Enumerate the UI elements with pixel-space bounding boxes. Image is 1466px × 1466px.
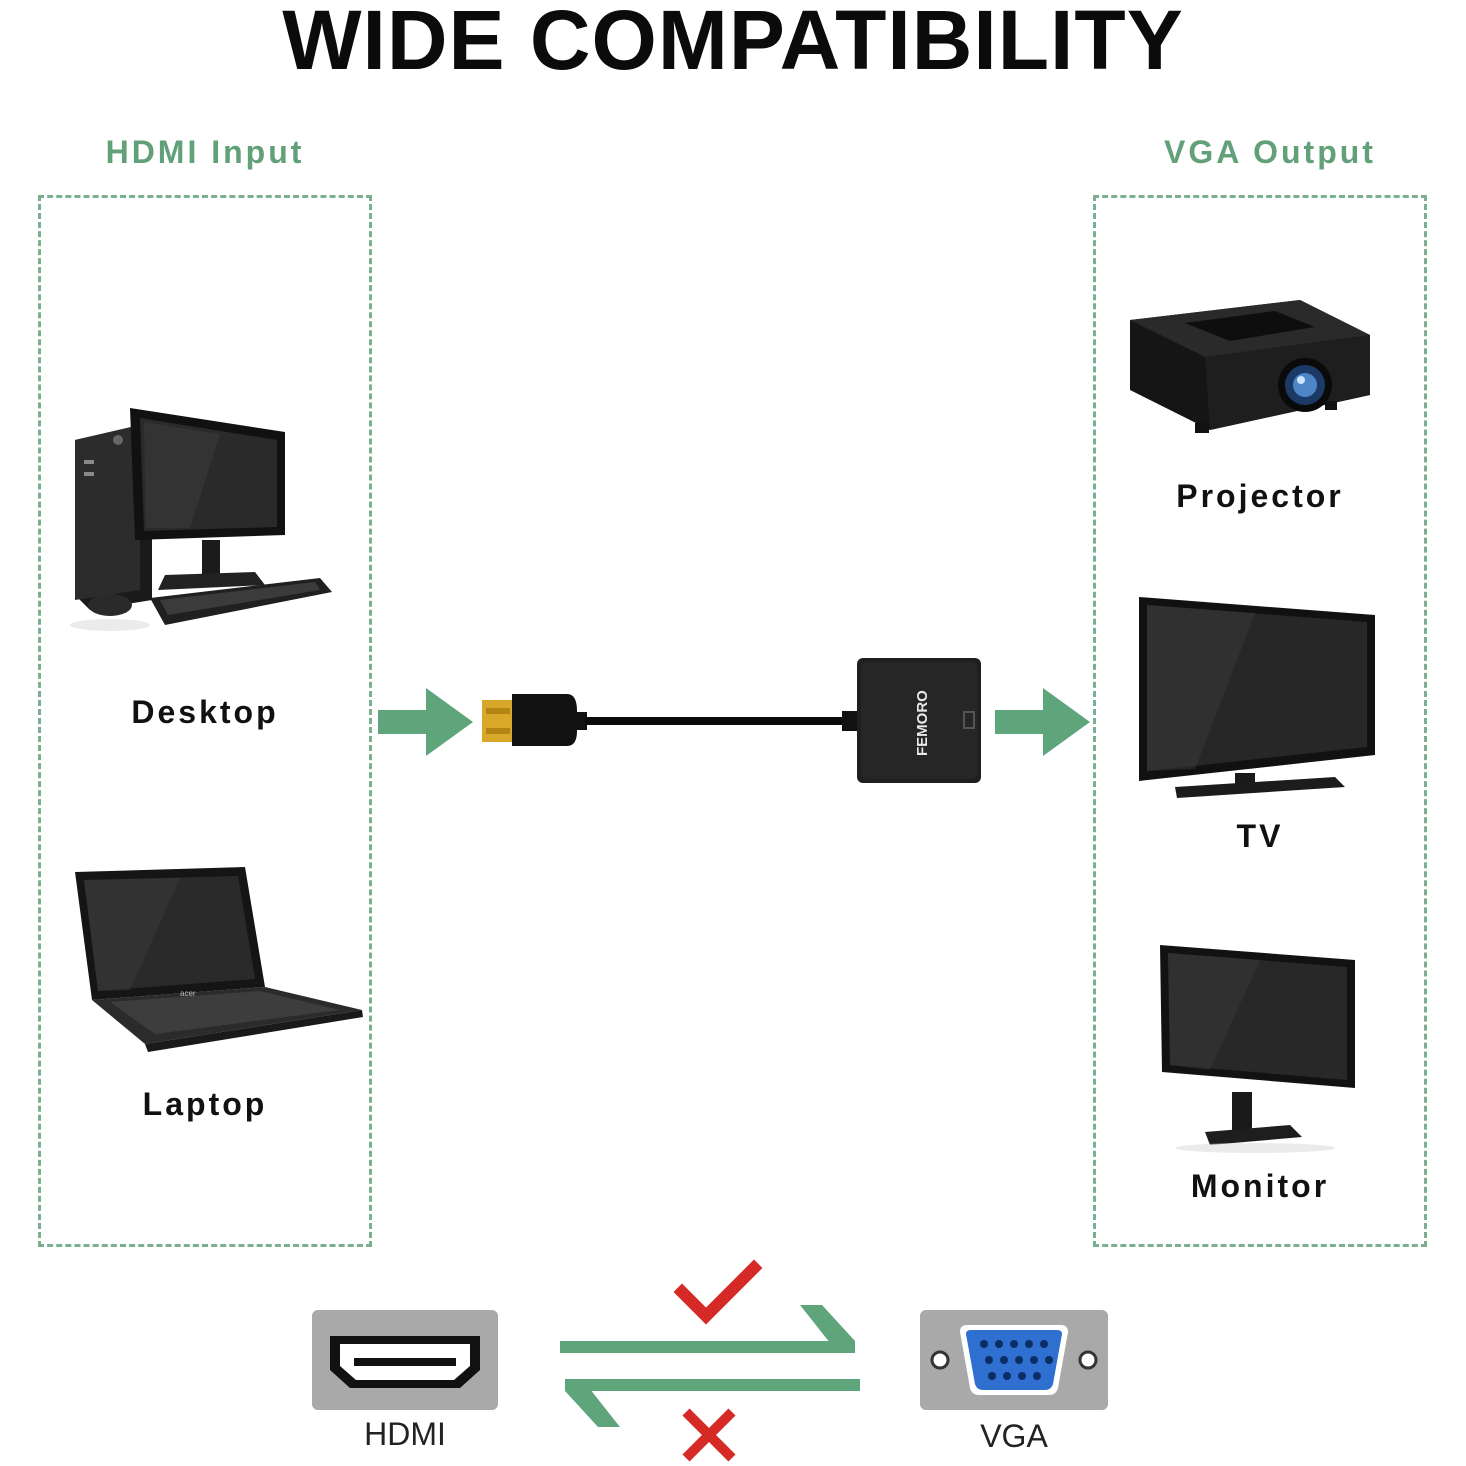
- output-flow-arrow-icon: [995, 688, 1090, 756]
- device-label-desktop: Desktop: [131, 694, 279, 730]
- vga-output-label: VGA Output: [1164, 134, 1376, 170]
- hdmi-port-icon: [312, 1310, 498, 1410]
- hdmi-to-vga-adapter-icon: FEMORO: [482, 658, 981, 783]
- cross-icon: [682, 1408, 736, 1462]
- device-label-laptop: Laptop: [142, 1086, 268, 1122]
- hdmi-port-label: HDMI: [364, 1416, 446, 1452]
- input-flow-arrow-icon: [378, 688, 473, 756]
- direction-arrows-icon: [560, 1305, 860, 1427]
- desktop-computer-icon: [70, 408, 332, 631]
- hdmi-input-label: HDMI Input: [105, 134, 305, 170]
- laptop-icon: acer: [75, 867, 363, 1052]
- monitor-icon: [1160, 945, 1355, 1153]
- tv-icon: [1139, 597, 1375, 798]
- device-label-monitor: Monitor: [1190, 1168, 1330, 1204]
- checkmark-icon: [673, 1259, 763, 1325]
- vga-port-icon: [920, 1310, 1108, 1410]
- vga-port-label: VGA: [980, 1418, 1048, 1454]
- input-devices-box: [38, 195, 372, 1247]
- projector-icon: [1130, 300, 1370, 433]
- page-title: WIDE COMPATIBILITY: [282, 0, 1184, 87]
- output-devices-box: [1093, 195, 1427, 1247]
- svg-text:acer: acer: [180, 989, 196, 998]
- adapter-brand-text: FEMORO: [914, 690, 931, 756]
- device-label-projector: Projector: [1176, 478, 1344, 514]
- device-label-tv: TV: [1236, 818, 1284, 854]
